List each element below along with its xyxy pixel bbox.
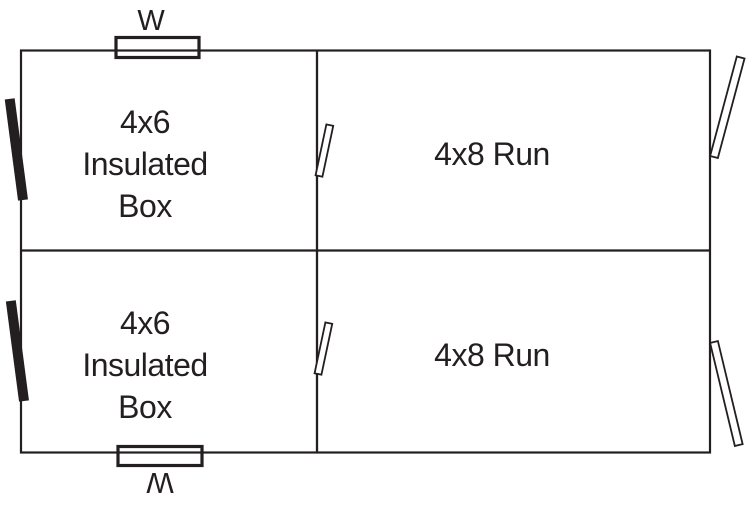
room-label-run-bottom-line-1: 4x8 Run <box>434 337 550 373</box>
window-bottom <box>116 444 204 468</box>
room-label-box-bottom-line-2: Insulated <box>82 347 207 383</box>
room-label-box-top-line-2: Insulated <box>82 146 207 182</box>
window-top-label: W <box>137 5 165 37</box>
door-run-bottom-exterior <box>709 339 744 448</box>
door-box-bottom-exterior <box>5 300 29 402</box>
room-label-box-top-line-1: 4x6 <box>120 104 170 140</box>
window-bottom-label: W <box>146 466 174 498</box>
room-label-run-top-line-1: 4x8 Run <box>434 136 550 172</box>
room-label-run-bottom: 4x8 Run <box>434 337 550 373</box>
room-label-box-top: 4x6 Insulated Box <box>82 104 208 224</box>
door-run-top-exterior <box>709 55 746 160</box>
room-label-box-bottom: 4x6 Insulated Box <box>82 305 208 425</box>
door-box-top-exterior <box>4 98 28 201</box>
door-box-bottom-to-run <box>313 321 334 376</box>
room-label-box-top-line-3: Box <box>118 188 172 224</box>
door-box-top-to-run <box>314 123 335 178</box>
room-label-box-bottom-line-3: Box <box>118 389 172 425</box>
room-label-box-bottom-line-1: 4x6 <box>120 305 170 341</box>
window-top <box>114 35 201 60</box>
room-label-run-top: 4x8 Run <box>434 136 550 172</box>
